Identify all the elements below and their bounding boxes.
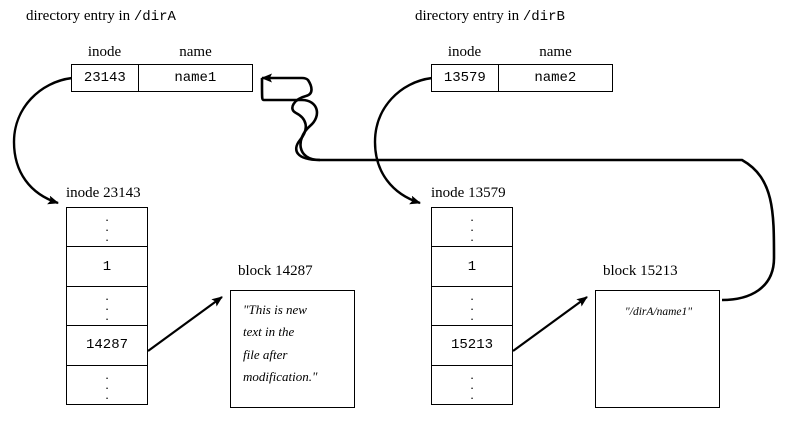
inode-label-23143: inode 23143 (66, 185, 141, 201)
inode-row-linkcount: 1 (432, 247, 512, 287)
inode-label-13579: inode 13579 (431, 185, 506, 201)
dir-entry-row-dirA: 23143 name1 (71, 64, 253, 92)
column-header-name-right: name (539, 44, 572, 60)
inode-row-blockptr: 15213 (432, 326, 512, 366)
inode-row-ellipsis-mid: ... (432, 287, 512, 327)
column-header-name-left: name (179, 44, 212, 60)
title-dirB-path: /dirB (522, 9, 565, 25)
arrow-inode13579-to-block15213 (512, 296, 588, 352)
dir-entry-inode-dirA: 23143 (72, 65, 139, 91)
dir-entry-inode-dirB: 13579 (432, 65, 499, 91)
title-dirA-prefix: directory entry in (26, 8, 134, 24)
arrow-block15213-to-dirA-entry (260, 78, 776, 302)
dir-entry-row-dirB: 13579 name2 (431, 64, 613, 92)
inode-box-13579: ... 1 ... 15213 ... (431, 207, 513, 405)
inode-row-linkcount: 1 (67, 247, 147, 287)
block-14287-line-4: modification." (243, 369, 318, 385)
block-14287-line-3: file after (243, 346, 288, 362)
block-label-15213: block 15213 (603, 263, 678, 279)
inode-box-23143: ... 1 ... 14287 ... (66, 207, 148, 405)
block-15213-line-1: "/dirA/name1" (624, 306, 693, 318)
dir-entry-name-dirA: name1 (174, 70, 217, 86)
vertical-ellipsis-icon: ... (470, 287, 474, 324)
arrow-inode23143-to-block14287 (147, 296, 223, 352)
block-box-15213: "/dirA/name1" (595, 290, 720, 408)
inode-row-ellipsis-top: ... (432, 208, 512, 248)
column-header-inode-right: inode (447, 44, 482, 60)
inode-row-blockptr: 14287 (67, 326, 147, 366)
inode-row-ellipsis-bottom: ... (67, 366, 147, 404)
arrow-dirA-to-inode23143 (12, 76, 73, 205)
block-box-14287: "This is new text in the file after modi… (230, 290, 355, 408)
vertical-ellipsis-icon: ... (470, 366, 474, 402)
arrow-s-curve (291, 76, 321, 162)
block-14287-line-1: "This is new (243, 302, 307, 317)
vertical-ellipsis-icon: ... (105, 209, 109, 245)
inode-row-ellipsis-mid: ... (67, 287, 147, 327)
title-dirA-path: /dirA (133, 9, 176, 25)
arrow-dirB-to-inode13579 (373, 76, 433, 205)
vertical-ellipsis-icon: ... (470, 209, 474, 245)
vertical-ellipsis-icon: ... (105, 287, 109, 324)
dir-entry-name-dirB: name2 (534, 70, 577, 86)
vertical-ellipsis-icon: ... (105, 366, 109, 402)
inode-row-ellipsis-top: ... (67, 208, 147, 248)
title-dirB: directory entry in /dirB (415, 8, 565, 25)
title-dirA: directory entry in /dirA (26, 8, 176, 25)
title-dirB-prefix: directory entry in (415, 8, 523, 24)
block-label-14287: block 14287 (238, 263, 313, 279)
inode-row-ellipsis-bottom: ... (432, 366, 512, 404)
block-14287-line-2: text in the (243, 324, 295, 340)
column-header-inode-left: inode (87, 44, 122, 60)
